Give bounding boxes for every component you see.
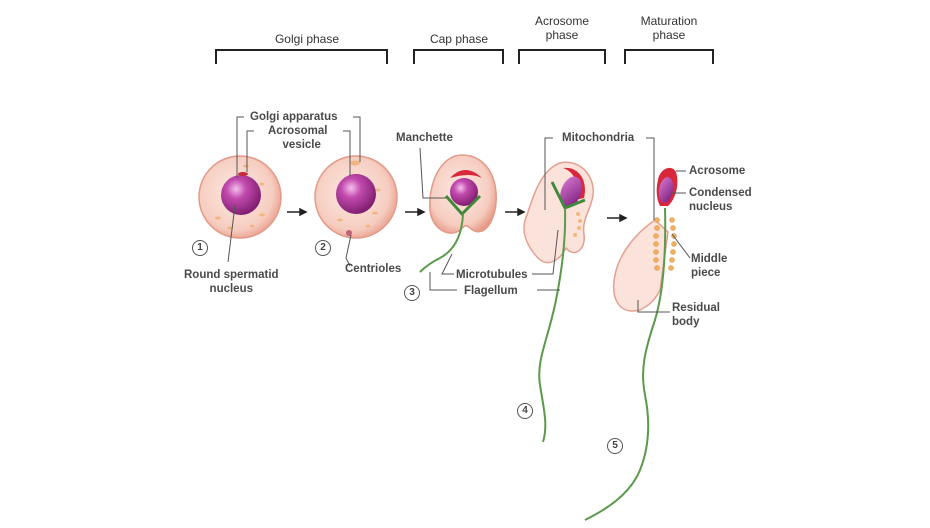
- mitochondria-spiral: [653, 217, 677, 271]
- label-residual-body-line1: Residual: [672, 302, 720, 314]
- leader-golgi-apparatus: [236, 116, 244, 178]
- arrow-3-4: [505, 207, 526, 217]
- nucleus-2: [336, 174, 376, 214]
- flagellum-4: [538, 207, 567, 443]
- leader-middle-piece: [671, 233, 691, 259]
- label-manchette: Manchette: [396, 132, 453, 144]
- stage-number-5: 5: [607, 438, 623, 454]
- label-centrioles: Centrioles: [345, 263, 402, 275]
- label-round-nucleus-line2: nucleus: [209, 283, 254, 295]
- leader-microtubules-2: [532, 229, 559, 275]
- stage-number-1: 1: [192, 240, 208, 256]
- phase-label-maturation-line1: Maturation: [640, 14, 698, 28]
- label-middle-piece-line1: Middle: [691, 253, 728, 265]
- stage-number-2: 2: [315, 240, 331, 256]
- label-middle-piece: Middle piece: [691, 252, 727, 280]
- stage-3-cap-spermatid: [419, 154, 497, 273]
- phase-label-acrosome: Acrosome phase: [518, 14, 606, 42]
- leader-round-nucleus: [227, 204, 236, 263]
- flagellum-5: [584, 207, 667, 521]
- bracket-cap: [413, 49, 504, 64]
- label-round-spermatid-nucleus: Round spermatid nucleus: [184, 268, 279, 296]
- label-residual-body-line2: body: [672, 316, 700, 328]
- stage-number-3: 3: [404, 285, 420, 301]
- nucleus-5: [658, 177, 674, 203]
- label-residual-body: Residual body: [672, 301, 720, 329]
- bracket-acrosome: [518, 49, 606, 64]
- phase-label-cap: Cap phase: [429, 32, 489, 46]
- label-acrosome: Acrosome: [689, 165, 746, 177]
- nucleus-1: [221, 175, 261, 215]
- stage-5-maturation-spermatid: [584, 167, 678, 521]
- leader-residual-body: [637, 300, 670, 313]
- flagellum-3: [419, 213, 464, 273]
- phase-brackets: [215, 49, 714, 64]
- stage-1-round-spermatid: [198, 155, 282, 239]
- phase-label-maturation: Maturation phase: [624, 14, 714, 42]
- leader-mitochondria: [544, 137, 553, 210]
- leader-flagellum: [429, 272, 457, 291]
- nucleus-3: [450, 178, 478, 206]
- label-condensed-nucleus-line2: nucleus: [689, 201, 733, 213]
- leader-microtubules: [441, 253, 454, 275]
- label-mitochondria: Mitochondria: [562, 132, 635, 144]
- stage-2-spermatid: [314, 155, 398, 239]
- label-golgi-apparatus: Golgi apparatus: [250, 111, 338, 123]
- progression-arrows: [287, 207, 628, 223]
- arrow-1-2: [287, 207, 308, 217]
- leader-manchette: [419, 147, 446, 199]
- phase-label-maturation-line2: phase: [652, 28, 686, 42]
- phase-label-acrosome-line1: Acrosome: [534, 14, 590, 28]
- bracket-maturation: [624, 49, 714, 64]
- leader-lines: [227, 116, 691, 313]
- label-acrosomal-vesicle-line1: Acrosomal: [268, 125, 328, 137]
- label-acrosomal-vesicle-line2: vesicle: [282, 139, 321, 151]
- bracket-golgi: [215, 49, 388, 64]
- phase-label-golgi: Golgi phase: [274, 32, 340, 46]
- leader-mitochondria-2: [646, 137, 655, 220]
- leader-acrosomal-vesicle: [246, 130, 254, 172]
- label-microtubules: Microtubules: [456, 269, 528, 281]
- leader-centrioles: [345, 234, 352, 267]
- arrow-4-5: [607, 213, 628, 223]
- phase-label-acrosome-line2: phase: [545, 28, 579, 42]
- label-acrosomal-vesicle: Acrosomal vesicle: [268, 124, 327, 152]
- stage-4-acrosome-spermatid: [523, 161, 594, 443]
- leader-golgi-apparatus-2: [353, 116, 361, 162]
- label-condensed-nucleus-line1: Condensed: [689, 187, 752, 199]
- label-middle-piece-line2: piece: [691, 267, 721, 279]
- leader-acrosomal-vesicle-2: [343, 130, 351, 176]
- arrow-2-3: [405, 207, 426, 217]
- label-flagellum: Flagellum: [464, 285, 518, 297]
- label-round-nucleus-line1: Round spermatid: [184, 269, 279, 281]
- nucleus-4: [560, 176, 582, 208]
- stage-number-4: 4: [517, 403, 533, 419]
- label-condensed-nucleus: Condensed nucleus: [689, 186, 752, 214]
